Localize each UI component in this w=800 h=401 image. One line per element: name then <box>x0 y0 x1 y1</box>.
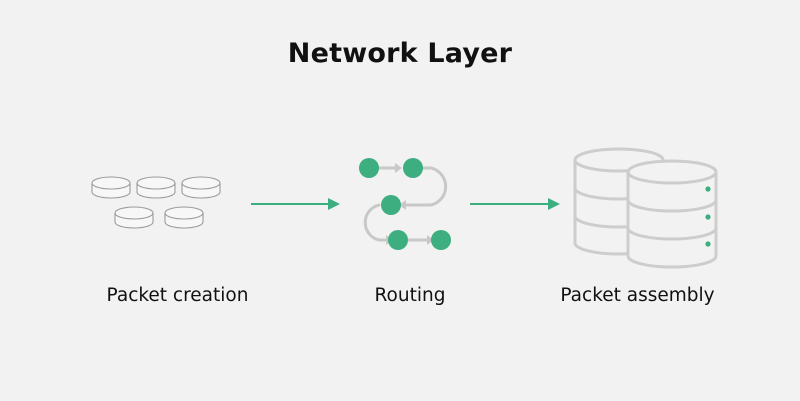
route-node <box>359 158 379 178</box>
packet-disc <box>114 206 154 229</box>
packet-disc <box>181 176 221 199</box>
packets-icon <box>91 176 221 229</box>
database-icon <box>573 147 718 269</box>
stage-label-packet-creation: Packet creation <box>106 285 249 306</box>
diagram-title: Network Layer <box>287 38 513 69</box>
packet-disc <box>91 176 131 199</box>
packet-disc <box>136 176 176 199</box>
flow-arrow-2 <box>470 198 560 210</box>
packet-disc <box>164 206 204 229</box>
route-node <box>381 195 401 215</box>
route-node <box>403 158 423 178</box>
routing-icon <box>359 158 451 250</box>
database-front <box>626 159 718 269</box>
status-dot <box>705 214 711 220</box>
status-dot <box>705 186 711 192</box>
stage-label-packet-assembly: Packet assembly <box>560 285 715 306</box>
flow-arrow-1 <box>251 198 340 210</box>
route-node <box>388 230 408 250</box>
status-dot <box>705 241 711 247</box>
route-node <box>431 230 451 250</box>
stage-label-routing: Routing <box>374 285 446 306</box>
